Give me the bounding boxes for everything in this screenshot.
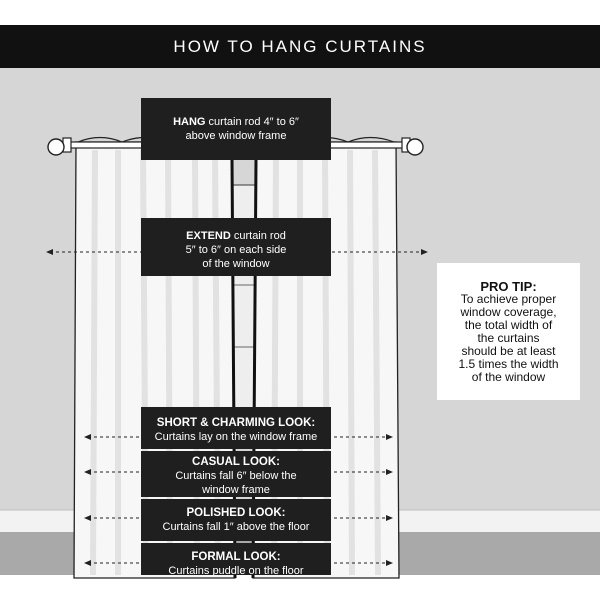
look-title: CASUAL LOOK: bbox=[192, 456, 280, 468]
extend-instruction: EXTEND curtain rod 5″ to 6″ on each side… bbox=[141, 218, 331, 276]
pro-tip-line: To achieve proper bbox=[460, 292, 557, 306]
pro-tip-line: the curtains bbox=[477, 331, 540, 345]
hang-line1: curtain rod 4″ to 6″ bbox=[205, 116, 299, 128]
hang-line2: above window frame bbox=[185, 130, 287, 142]
look-title: SHORT & CHARMING LOOK: bbox=[156, 417, 316, 429]
look-title: FORMAL LOOK: bbox=[191, 551, 281, 563]
casual-look: CASUAL LOOK: Curtains fall 6″ below the … bbox=[141, 451, 331, 497]
pro-tip-line: the total width of bbox=[464, 318, 553, 332]
pro-tip-line: should be at least bbox=[461, 344, 556, 358]
formal-look: FORMAL LOOK: Curtains puddle on the floo… bbox=[141, 543, 331, 575]
look-desc: Curtains fall 6″ below the bbox=[175, 470, 297, 482]
look-desc: Curtains fall 1″ above the floor bbox=[162, 521, 310, 533]
extend-line3: of the window bbox=[202, 258, 270, 270]
look-desc: Curtains puddle on the floor bbox=[168, 565, 304, 575]
pro-tip-box: PRO TIP: To achieve proper window covera… bbox=[437, 263, 580, 400]
hang-instruction: HANG curtain rod 4″ to 6″ above window f… bbox=[141, 98, 331, 160]
measure-arrowheads bbox=[46, 249, 428, 566]
extend-line2: 5″ to 6″ on each side bbox=[185, 244, 287, 256]
rod-finial-right bbox=[406, 138, 424, 156]
header-banner: HOW TO HANG CURTAINS bbox=[0, 25, 600, 68]
look-desc-2: window frame bbox=[202, 484, 270, 496]
pro-tip-line: 1.5 times the width bbox=[458, 357, 559, 371]
extend-bold: EXTEND bbox=[186, 230, 231, 242]
pro-tip-line: window coverage, bbox=[460, 305, 557, 319]
hang-bold: HANG bbox=[173, 116, 206, 128]
pro-tip-title: PRO TIP: bbox=[480, 279, 537, 294]
rod-finial-left bbox=[47, 138, 65, 156]
page-title: HOW TO HANG CURTAINS bbox=[173, 36, 427, 56]
polished-look: POLISHED LOOK: Curtains fall 1″ above th… bbox=[141, 499, 331, 541]
short-charming-look: SHORT & CHARMING LOOK: Curtains lay on t… bbox=[141, 407, 331, 449]
pro-tip-line: of the window bbox=[471, 370, 546, 384]
look-title: POLISHED LOOK: bbox=[186, 507, 286, 519]
extend-line1: curtain rod bbox=[230, 230, 286, 242]
look-desc: Curtains lay on the window frame bbox=[154, 431, 318, 443]
